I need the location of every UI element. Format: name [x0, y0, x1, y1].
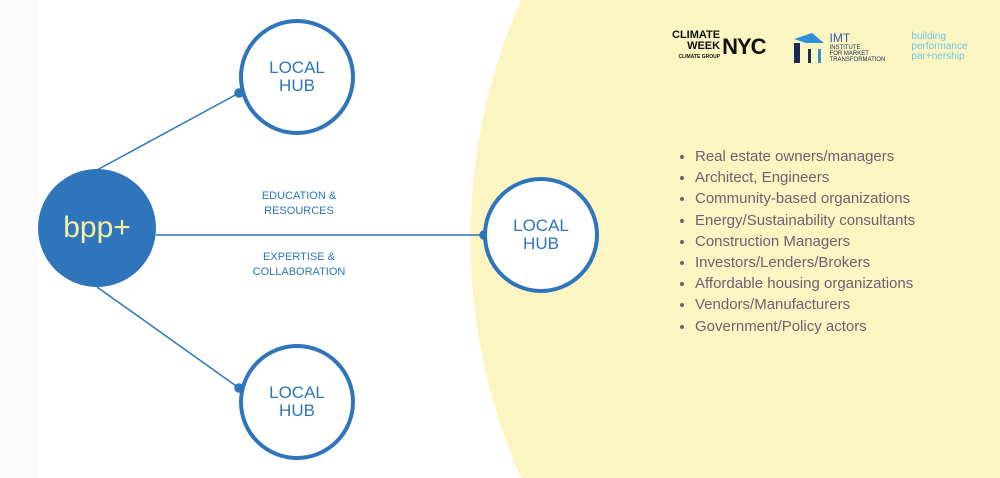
list-item: Architect, Engineers: [695, 167, 915, 188]
label-line: EDUCATION &: [261, 190, 337, 202]
hub-label: LOCAL: [269, 383, 325, 402]
list-item: Construction Managers: [695, 231, 915, 252]
bpp-center-node: bpp+: [38, 169, 156, 287]
label-line: RESOURCES: [264, 205, 334, 217]
logo-text: INSTITUTE: [829, 44, 861, 51]
list-item: Real estate owners/managers: [695, 146, 915, 167]
logo-text: CLIMATE: [672, 29, 721, 41]
logo-text: TRANSFORMATION: [829, 56, 886, 63]
stakeholder-list: Real estate owners/managers Architect, E…: [658, 146, 915, 337]
education-resources-label: EDUCATION & RESOURCES: [219, 189, 379, 219]
hub-label: LOCAL: [513, 216, 569, 235]
expertise-collaboration-label: EXPERTISE & COLLABORATION: [219, 250, 379, 280]
center-node-label: bpp+: [63, 211, 131, 244]
list-item: Affordable housing organizations: [695, 273, 915, 294]
list-item: Investors/Lenders/Brokers: [695, 252, 915, 273]
list-item: Energy/Sustainability consultants: [695, 210, 915, 231]
left-margin: [0, 0, 38, 478]
hub-label: HUB: [523, 234, 559, 253]
logo-text: par+nership: [911, 50, 965, 62]
imt-building-icon: [793, 32, 824, 63]
logo-text: CLIMATE GROUP: [678, 54, 721, 60]
list-item: Community-based organizations: [695, 188, 915, 209]
logo-text: performance: [911, 40, 968, 52]
hub-label: HUB: [279, 76, 315, 95]
hub-label: LOCAL: [269, 58, 325, 77]
logo-text: WEEK: [687, 40, 721, 52]
logo-text: FOR MARKET: [829, 50, 869, 57]
stakeholder-background-shape: [470, 0, 1000, 478]
logo-text: NYC: [722, 34, 766, 59]
hub-label: HUB: [279, 401, 315, 420]
connector-top: [96, 92, 240, 171]
list-item: Vendors/Manufacturers: [695, 294, 915, 315]
label-line: COLLABORATION: [252, 266, 346, 278]
logo-text: building: [911, 30, 946, 42]
list-item: Government/Policy actors: [695, 316, 915, 337]
label-line: EXPERTISE &: [263, 251, 335, 263]
logo-text: IMT: [829, 30, 851, 45]
connector-bottom: [96, 286, 240, 389]
